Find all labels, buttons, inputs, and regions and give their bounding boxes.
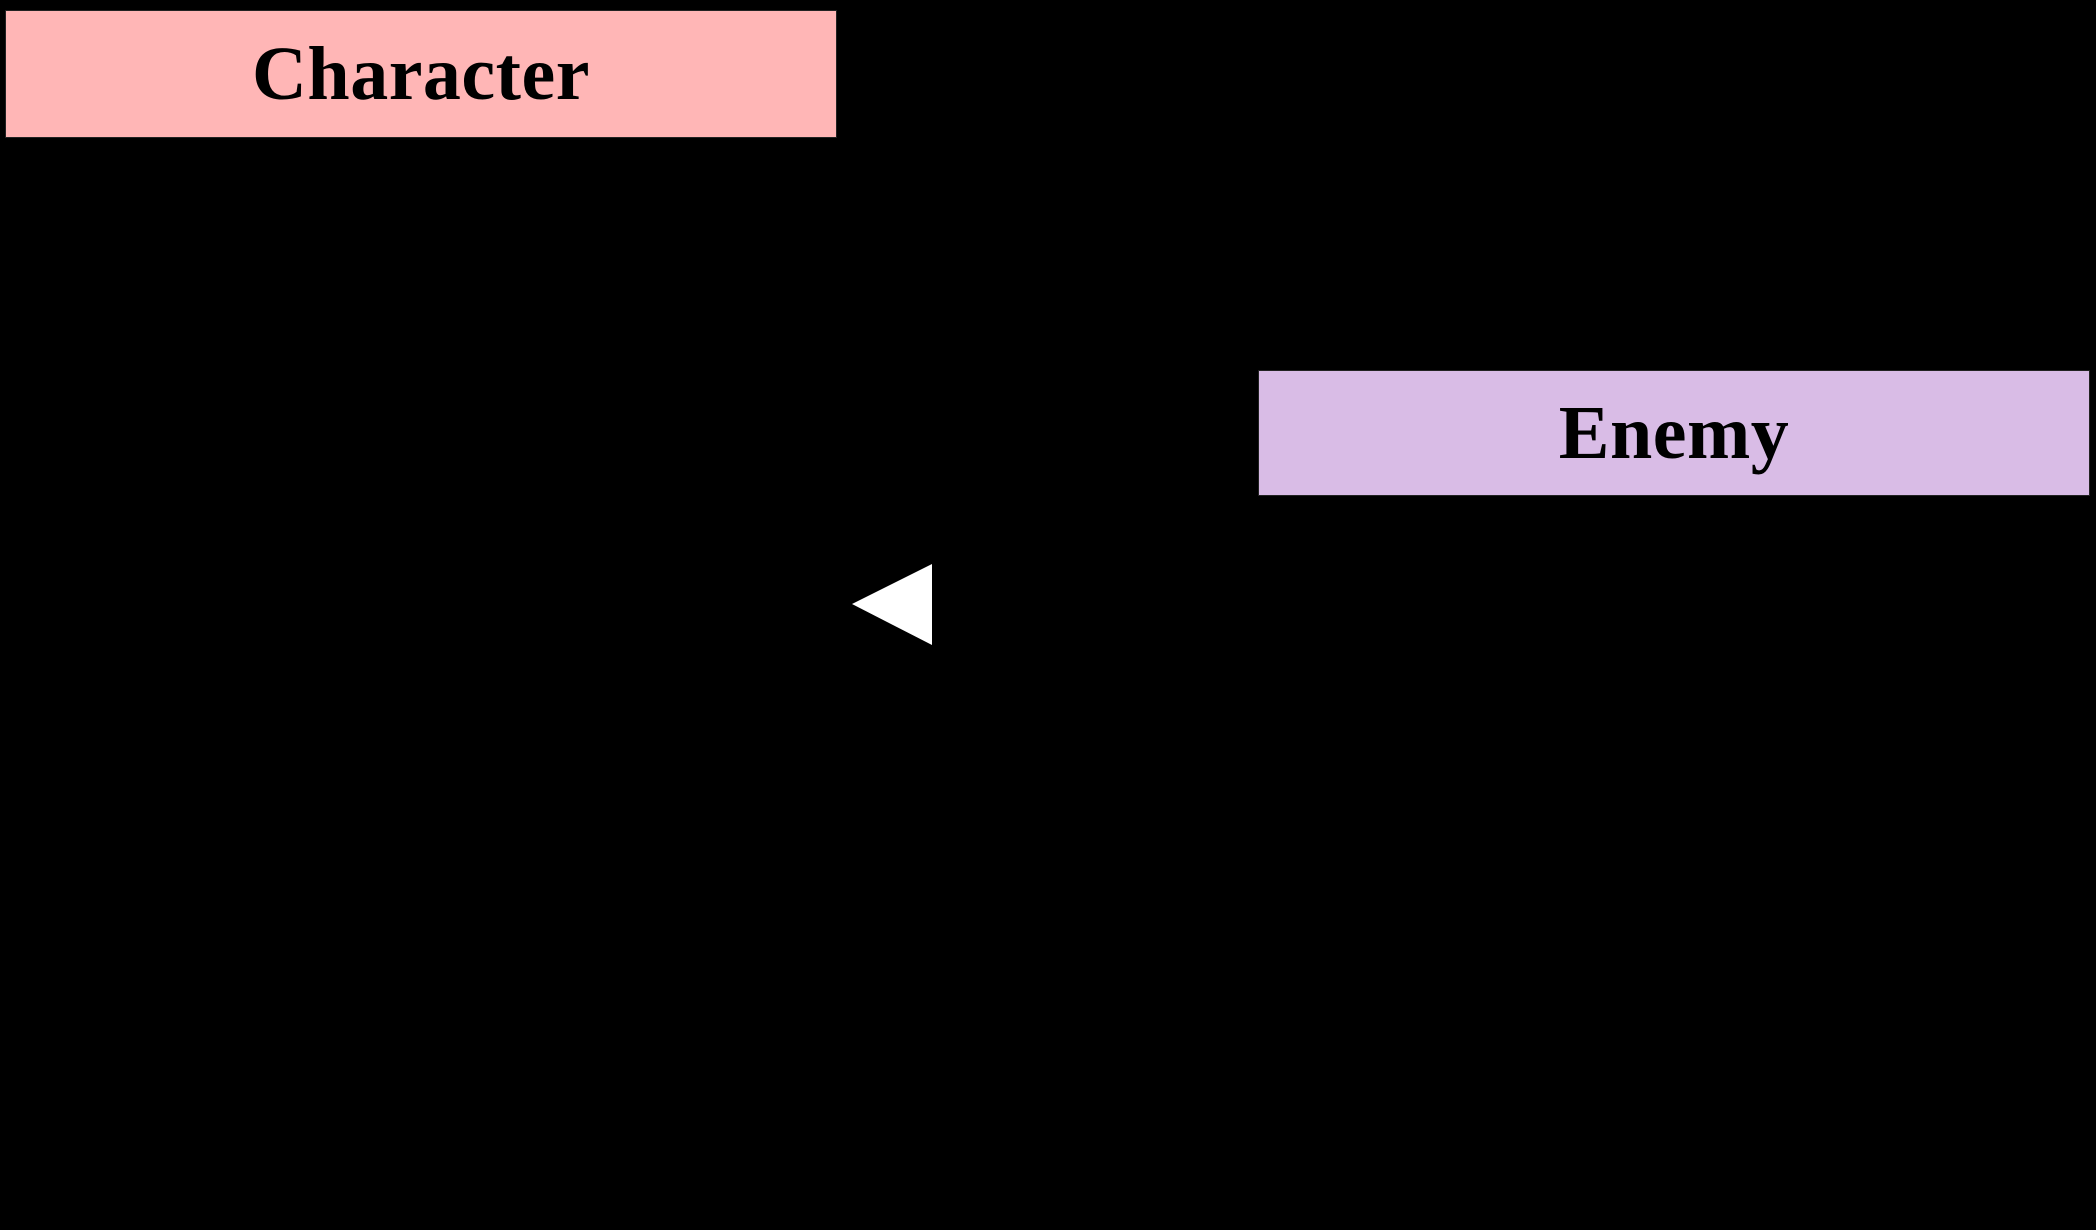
- class-box-character[interactable]: Character: [5, 10, 837, 138]
- class-name-character: Character: [252, 32, 590, 116]
- class-name-enemy: Enemy: [1558, 391, 1790, 475]
- generalization-arrowhead-icon: [852, 564, 932, 645]
- class-box-enemy[interactable]: Enemy: [1258, 370, 2090, 496]
